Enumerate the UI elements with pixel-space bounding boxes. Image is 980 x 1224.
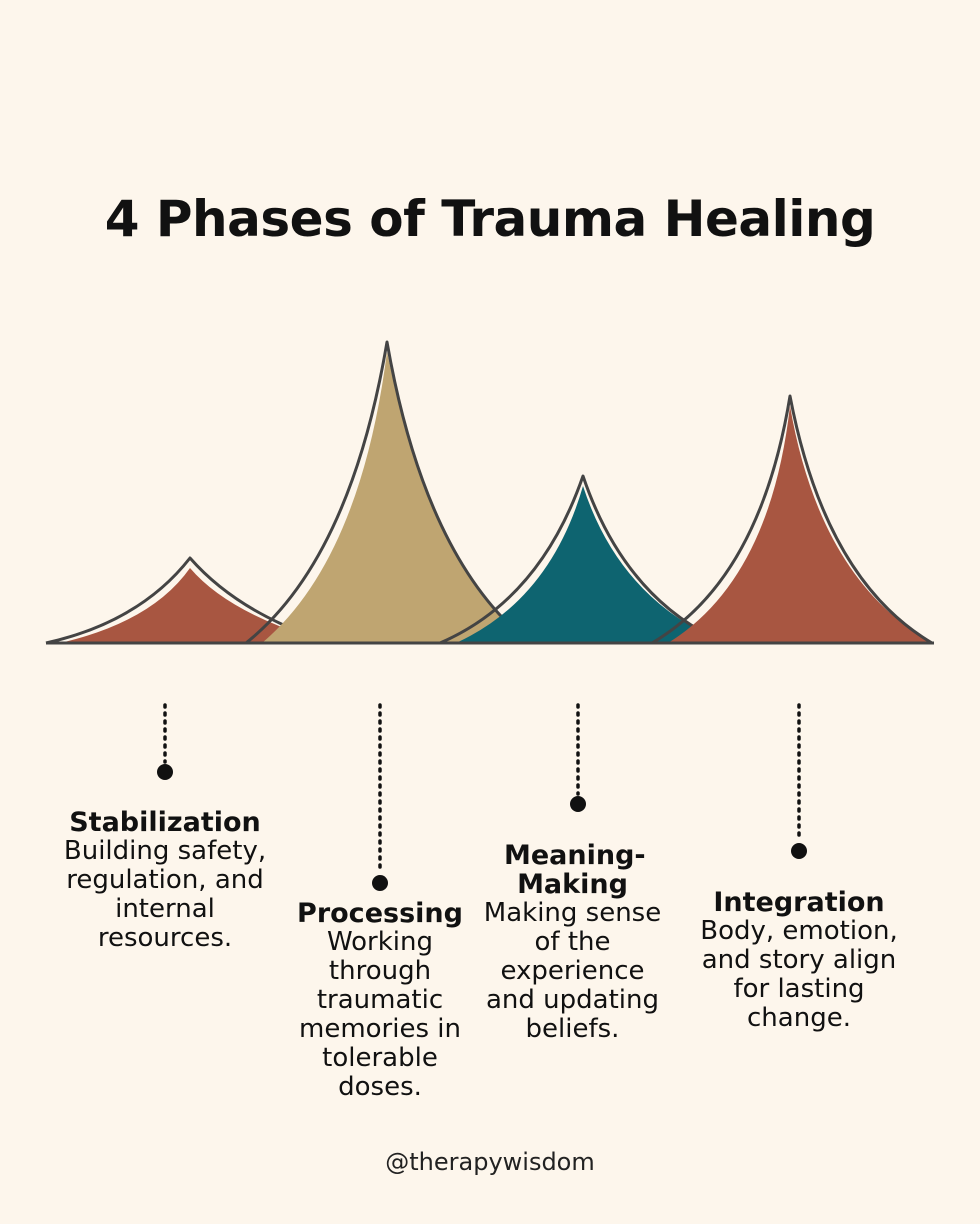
peak-stabilization-outline	[45, 556, 333, 645]
page-title: 4 Phases of Trauma Healing	[104, 190, 876, 248]
phase-name: Processing	[297, 898, 463, 929]
phase-integration: Integration Body, emotion, and story ali…	[680, 888, 918, 1033]
peak-meaning-making	[439, 474, 726, 645]
phase-name: Stabilization	[69, 807, 261, 838]
peak-stabilization	[45, 556, 333, 645]
peak-integration-fill	[668, 406, 932, 643]
social-handle: @therapywisdom	[385, 1148, 595, 1176]
phase-stabilization: Stabilization Building safety, regulatio…	[45, 808, 285, 953]
connector-dot	[372, 875, 388, 891]
connector-dot	[791, 843, 807, 859]
phase-meaning-making: Meaning-Making Making sense of the exper…	[480, 841, 665, 1044]
peak-stabilization-fill	[60, 568, 330, 643]
peak-integration-outline	[651, 394, 933, 645]
peak-processing-outline	[245, 340, 531, 645]
connector-dot	[570, 796, 586, 812]
phase-name: Meaning-Making	[504, 840, 646, 900]
connector-dot	[157, 764, 173, 780]
peak-processing-fill	[262, 352, 530, 643]
phase-description: Body, emotion, and story align for lasti…	[700, 916, 898, 1033]
peak-processing	[245, 340, 531, 645]
phase-processing: Processing Working through traumatic mem…	[285, 899, 475, 1102]
connector-meaning-making	[570, 703, 586, 812]
phase-name: Integration	[713, 887, 885, 918]
phase-description: Building safety, regulation, and interna…	[63, 836, 267, 953]
peak-integration	[651, 394, 933, 645]
connector-integration	[791, 703, 807, 859]
peak-meaning-making-outline	[439, 474, 726, 645]
phase-description: Working through traumatic memories in to…	[299, 927, 461, 1102]
phase-description: Making sense of the experience and updat…	[483, 898, 662, 1044]
connector-stabilization	[157, 703, 173, 780]
connector-processing	[372, 703, 388, 891]
peak-meaning-making-fill	[456, 486, 725, 643]
